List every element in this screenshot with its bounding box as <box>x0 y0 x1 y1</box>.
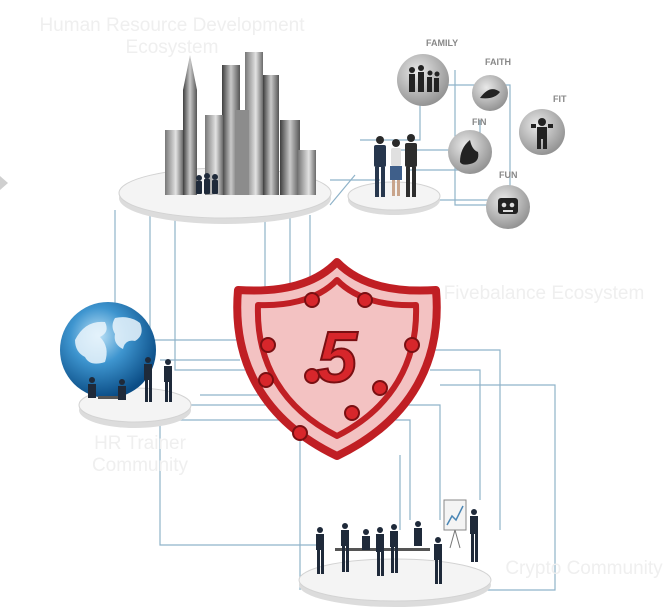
fun-caption: FUN <box>499 170 518 180</box>
fin-ball-icon <box>448 130 492 174</box>
faith-ball-icon <box>472 75 508 111</box>
fivebalance-label: Fivebalance Ecosystem <box>444 283 645 304</box>
team-people-icon <box>316 499 478 584</box>
left-edge-arrow-icon <box>0 176 8 190</box>
fin-caption: FIN <box>472 117 487 127</box>
hr-trainer-label-line2: Community <box>92 455 189 476</box>
fit-caption: FIT <box>553 94 567 104</box>
fit-ball-icon <box>519 109 565 155</box>
globe-icon <box>60 302 156 398</box>
crypto-label: Crypto Community <box>505 558 663 579</box>
hr-trainer-label-line1: HR Trainer <box>94 433 187 454</box>
business-people-icon <box>196 173 218 194</box>
faith-caption: FAITH <box>485 57 511 67</box>
globe-platform <box>60 302 192 428</box>
meeting-people-icon <box>88 357 172 402</box>
city-platform <box>118 52 332 224</box>
fun-ball-icon <box>486 185 530 229</box>
team-platform <box>298 499 492 607</box>
skyscrapers-icon <box>165 52 316 195</box>
hr-ecosystem-label-line2: Ecosystem <box>126 37 219 58</box>
family-caption: FAMILY <box>426 38 458 48</box>
family-people-icon <box>374 134 417 197</box>
fivebalance-shield-logo: 5 <box>233 258 441 460</box>
family-ball-icon <box>397 54 449 106</box>
family-platform <box>347 54 565 229</box>
hr-ecosystem-label-line1: Human Resource Development <box>39 15 305 36</box>
logo-five-glyph: 5 <box>317 318 358 398</box>
